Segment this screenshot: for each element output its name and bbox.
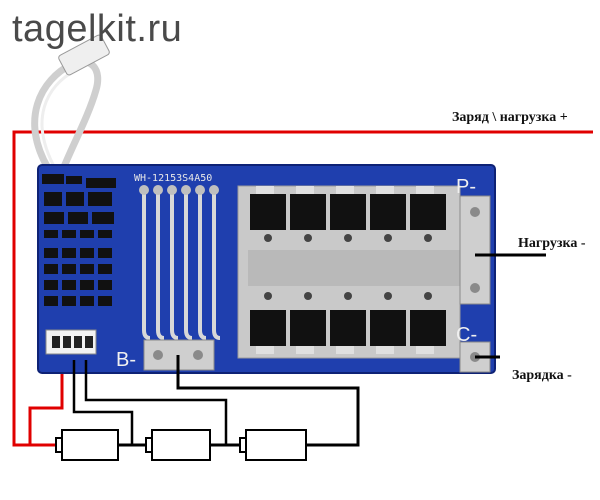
- shunt-resistors: [142, 190, 221, 340]
- pad-b-minus-label: B-: [116, 349, 136, 371]
- mosfet-row-bottom: [250, 292, 446, 354]
- board-model-text: WH-12153S4A50: [134, 173, 212, 184]
- red-wire-connector: [28, 360, 64, 445]
- balance-connector: [45, 329, 97, 355]
- mosfet-row-top: [250, 186, 446, 242]
- control-circuit: [42, 174, 116, 306]
- red-wire-positive: [12, 130, 593, 447]
- pad-p-minus: [459, 195, 491, 305]
- battery-cell-1: [55, 429, 119, 461]
- black-wire-b-minus: [176, 355, 360, 447]
- site-watermark: tagelkit.ru: [12, 8, 183, 50]
- battery-cell-2: [145, 429, 211, 461]
- bms-board: WH-12153S4A50 P- C- B-: [37, 164, 496, 374]
- temperature-sensor: [31, 34, 110, 174]
- label-charging-minus: Зарядка -: [512, 368, 572, 383]
- label-charge-load-plus: Заряд \ нагрузка +: [452, 110, 568, 125]
- shunt-pads: [139, 185, 219, 195]
- pad-c-minus-label: C-: [456, 324, 477, 346]
- battery-cell-3: [239, 429, 307, 461]
- pad-p-minus-label: P-: [456, 176, 476, 198]
- label-load-minus: Нагрузка -: [518, 236, 586, 251]
